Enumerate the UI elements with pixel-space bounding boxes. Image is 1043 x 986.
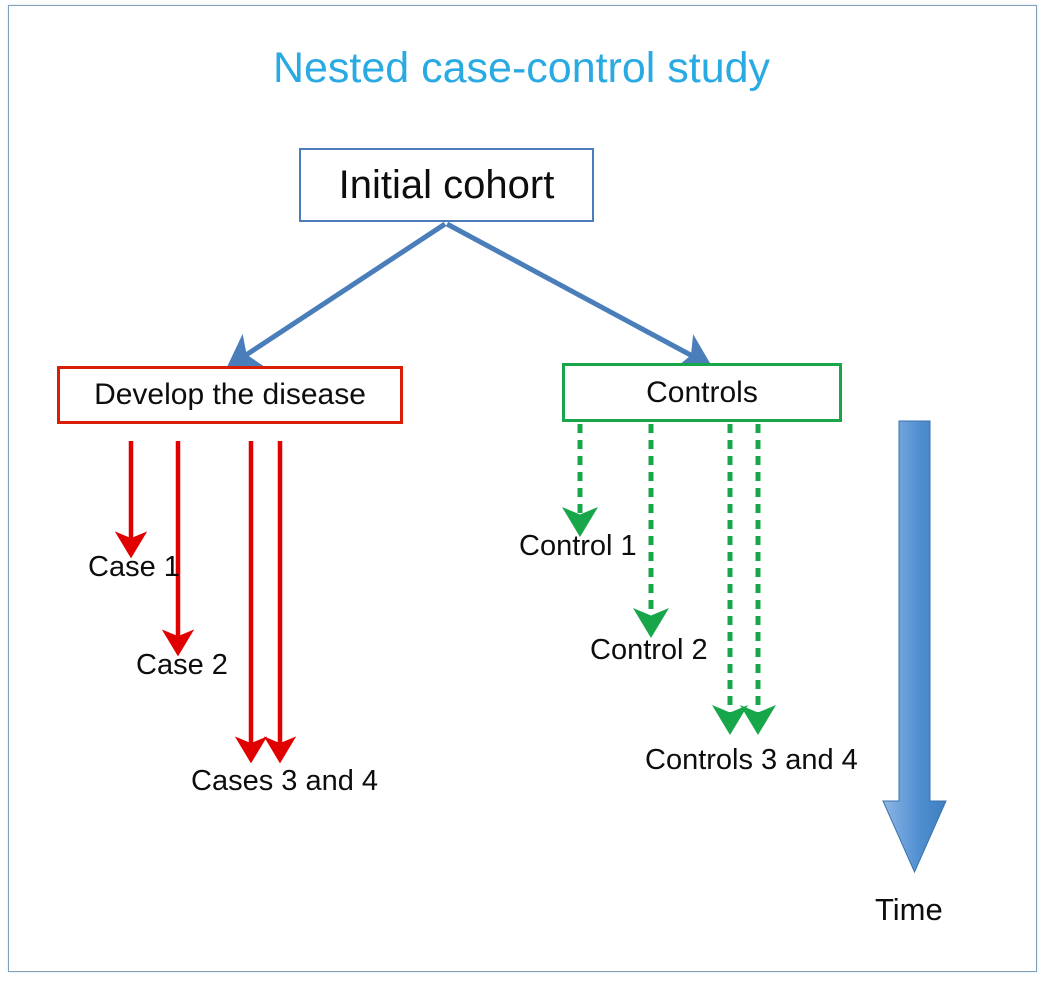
node-initial-cohort-label: Initial cohort — [338, 162, 555, 207]
label-time-axis: Time — [875, 892, 943, 927]
label-control-1: Control 1 — [519, 530, 637, 562]
node-develop-the-disease[interactable]: Develop the disease — [57, 366, 403, 424]
label-case-1: Case 1 — [88, 551, 180, 583]
node-develop-the-disease-label: Develop the disease — [94, 378, 366, 411]
label-case-2: Case 2 — [136, 649, 228, 681]
label-cases-3-and-4: Cases 3 and 4 — [191, 765, 379, 797]
node-controls[interactable]: Controls — [562, 363, 842, 422]
page-title: Nested case-control study — [272, 44, 771, 92]
label-controls-3-and-4: Controls 3 and 4 — [645, 744, 858, 776]
label-control-2: Control 2 — [590, 634, 708, 666]
node-initial-cohort[interactable]: Initial cohort — [299, 148, 594, 222]
node-controls-label: Controls — [646, 375, 758, 409]
